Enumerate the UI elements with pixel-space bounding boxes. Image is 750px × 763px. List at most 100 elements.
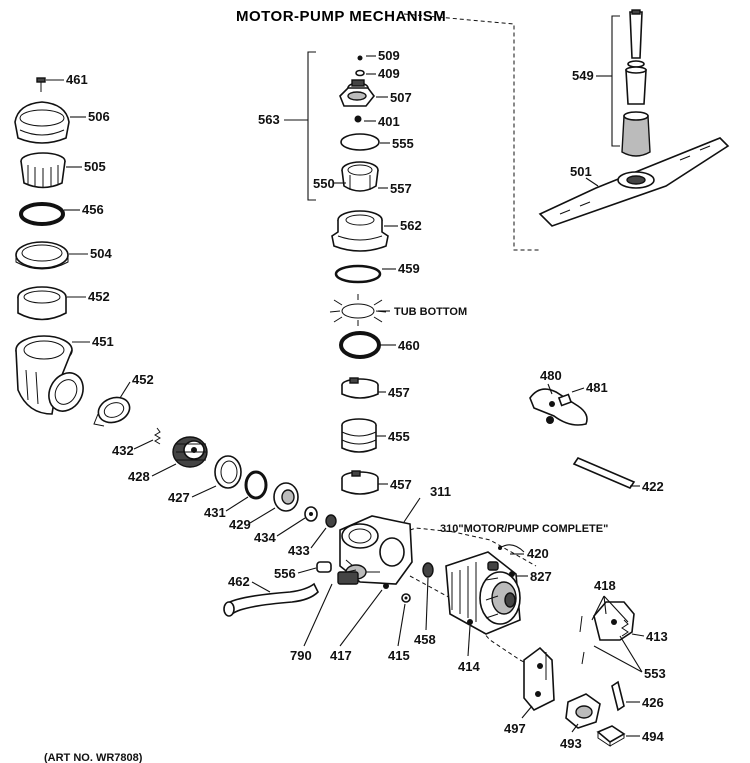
label-422: 422: [642, 479, 664, 494]
label-420: 420: [527, 546, 549, 561]
label-481: 481: [586, 380, 608, 395]
part-549-tubes: [621, 9, 651, 157]
label-827: 827: [530, 569, 552, 584]
part-432-spring: [154, 427, 161, 445]
label-428: 428: [128, 469, 150, 484]
part-460-seal: [339, 331, 381, 359]
part-509-screw: [357, 55, 363, 61]
label-motor-pump-complete: 310"MOTOR/PUMP COMPLETE": [440, 523, 608, 535]
label-427: 427: [168, 490, 190, 505]
label-426: 426: [642, 695, 664, 710]
part-456-ring: [19, 202, 65, 226]
label-429: 429: [229, 517, 251, 532]
label-tub-bottom: TUB BOTTOM: [394, 306, 467, 318]
part-311-pump-housing: [339, 515, 413, 585]
part-415-clip: [401, 593, 411, 603]
label-401: 401: [378, 114, 400, 129]
label-460: 460: [398, 338, 420, 353]
label-493: 493: [560, 736, 582, 751]
part-827-screw: [509, 571, 515, 577]
label-455: 455: [388, 429, 410, 444]
label-505: 505: [84, 159, 106, 174]
part-457-clamp: [341, 377, 379, 399]
label-563: 563: [258, 112, 280, 127]
diagram-title: MOTOR-PUMP MECHANISM: [236, 8, 446, 25]
label-432: 432: [112, 443, 134, 458]
part-417-screw: [383, 583, 389, 589]
label-413: 413: [646, 629, 668, 644]
part-504-housing: [15, 241, 69, 270]
label-434: 434: [254, 530, 276, 545]
part-497-plate: [523, 646, 555, 711]
part-409-washer: [355, 69, 365, 77]
part-505-filter: [20, 152, 66, 189]
part-431-ring: [244, 470, 268, 500]
label-417: 417: [330, 648, 352, 663]
part-422-strip: [572, 457, 636, 489]
label-557: 557: [390, 181, 412, 196]
label-562: 562: [400, 218, 422, 233]
part-459-gasket: [334, 264, 382, 284]
part-506-cap: [14, 101, 70, 144]
part-457-clamp-2: [341, 470, 379, 495]
label-457-b: 457: [390, 477, 412, 492]
label-480: 480: [540, 368, 562, 383]
label-556: 556: [274, 566, 296, 581]
part-458-seal: [422, 562, 434, 578]
label-790: 790: [290, 648, 312, 663]
part-420-wire: [498, 544, 525, 553]
label-431: 431: [204, 505, 226, 520]
label-452-a: 452: [88, 289, 110, 304]
label-418: 418: [594, 578, 616, 593]
label-409: 409: [378, 66, 400, 81]
part-414-screw: [467, 619, 473, 625]
label-414: 414: [458, 659, 480, 674]
label-549: 549: [572, 68, 594, 83]
part-455-hose: [341, 418, 377, 453]
label-494: 494: [642, 729, 664, 744]
label-509: 509: [378, 48, 400, 63]
label-452-b: 452: [132, 372, 154, 387]
label-501: 501: [570, 164, 592, 179]
label-497: 497: [504, 721, 526, 736]
part-555-ring: [340, 133, 380, 151]
label-504: 504: [90, 246, 112, 261]
label-457-a: 457: [388, 385, 410, 400]
art-number: (ART NO. WR7808): [44, 752, 143, 763]
part-556-plug: [316, 561, 332, 573]
part-427-ring: [214, 455, 242, 489]
part-481-block: [557, 393, 573, 407]
part-557-bearing: [341, 161, 379, 192]
label-415: 415: [388, 648, 410, 663]
label-462: 462: [228, 574, 250, 589]
part-790-grommet: [337, 569, 359, 585]
part-461-screw: [36, 77, 46, 92]
label-461: 461: [66, 72, 88, 87]
part-401-ball: [354, 115, 362, 123]
part-562-housing: [331, 210, 389, 252]
part-motor: [445, 551, 521, 635]
part-493-holder: [565, 693, 601, 729]
label-459: 459: [398, 261, 420, 276]
label-456: 456: [82, 202, 104, 217]
label-451: 451: [92, 334, 114, 349]
part-501-spray-arm: [538, 137, 730, 227]
part-434-washer: [304, 506, 318, 522]
part-428-impeller: [172, 436, 208, 468]
part-480-arm: [529, 388, 588, 426]
tub-bottom-indicator: [329, 294, 387, 326]
label-553: 553: [644, 666, 666, 681]
label-507: 507: [390, 90, 412, 105]
label-555: 555: [392, 136, 414, 151]
label-433: 433: [288, 543, 310, 558]
part-413-spring: [621, 619, 629, 637]
part-452-clamp-2: [93, 396, 131, 427]
part-462-drain-hose: [223, 582, 319, 617]
label-550: 550: [313, 176, 335, 191]
part-429-seal: [273, 482, 299, 512]
part-507-nozzle: [339, 79, 376, 107]
part-451-sump: [15, 335, 84, 415]
label-458: 458: [414, 632, 436, 647]
label-311: 311: [430, 484, 451, 499]
